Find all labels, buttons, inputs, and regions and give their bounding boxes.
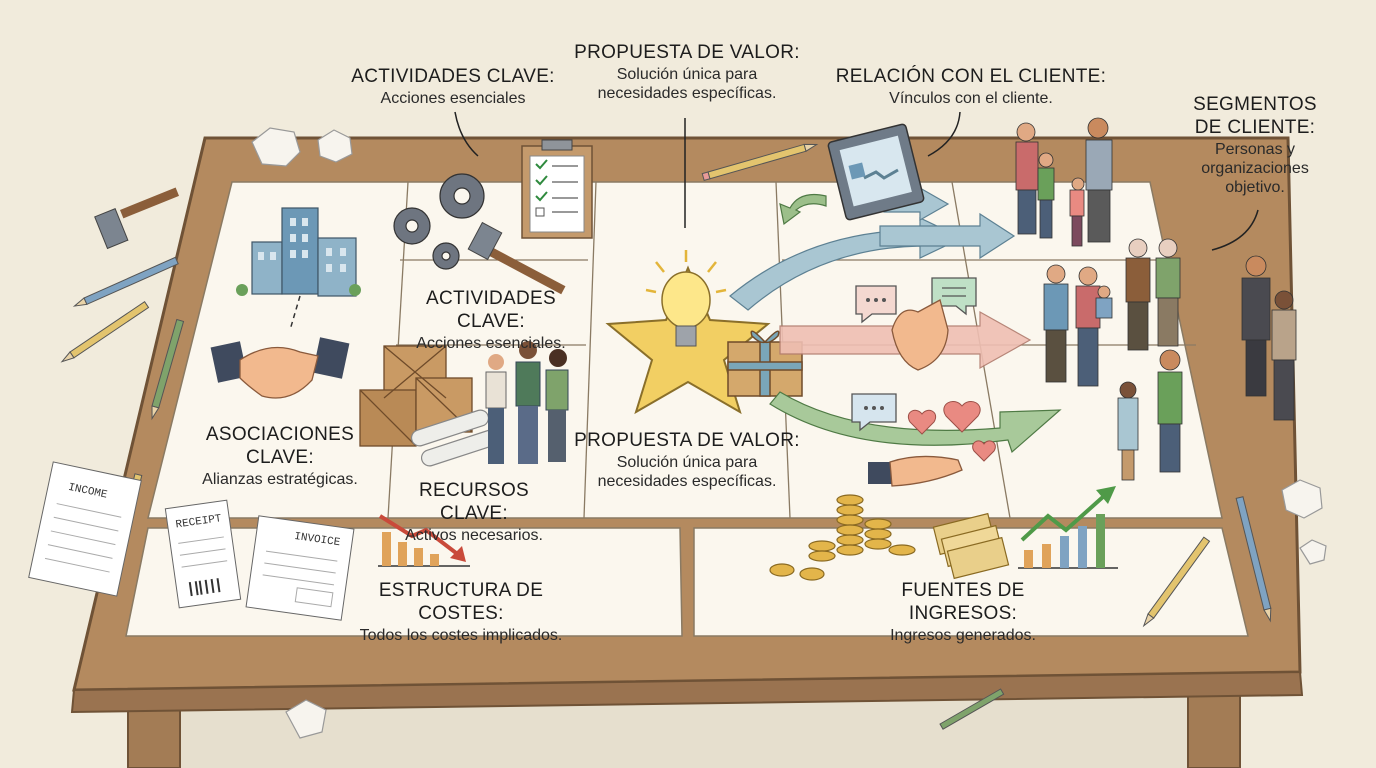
callout-segmentos-desc-1: Personas y	[1214, 140, 1296, 158]
hammer-icon	[94, 187, 180, 250]
chat-icon	[851, 277, 977, 432]
board-ingresos-desc: Ingresos generados.	[890, 626, 1036, 644]
board-recursos-desc: Activos necesarios.	[405, 526, 543, 544]
receipt-icon: RECEIPT	[164, 499, 242, 609]
board-fuentes-ingresos: FUENTES DE INGRESOS: Ingresos generados.	[850, 580, 1076, 645]
board-asociaciones-desc: Alianzas estratégicas.	[202, 470, 358, 488]
callout-segmentos-title-2: DE CLIENTE:	[1194, 116, 1316, 138]
buildings-icon	[236, 207, 361, 297]
crates-icon	[359, 345, 473, 447]
team-icon	[485, 341, 569, 464]
hearts-icon	[908, 401, 996, 462]
callout-propuesta-title: PROPUESTA DE VALOR:	[574, 42, 800, 63]
coins-icon	[769, 494, 916, 581]
income-sheet-icon: INCOME	[28, 461, 142, 597]
board-asociaciones-clave: ASOCIACIONES CLAVE: Alianzas estratégica…	[180, 424, 380, 489]
callout-segmentos-desc-2: organizaciones	[1201, 159, 1309, 177]
monitor-icon	[827, 123, 925, 221]
callout-relacion-cliente: RELACIÓN CON EL CLIENTE: Vínculos con el…	[826, 66, 1116, 108]
board-actividades-title: ACTIVIDADES CLAVE:	[426, 288, 556, 332]
board-propuesta-desc-2: necesidades específicas.	[597, 472, 777, 490]
callout-segmentos-desc-3: objetivo.	[1225, 178, 1285, 196]
activities-hammer-icon	[467, 221, 566, 295]
board-propuesta-title: PROPUESTA DE VALOR:	[574, 430, 800, 451]
board-costes-desc: Todos los costes implicados.	[359, 626, 563, 644]
board-asociaciones-title-2: CLAVE:	[246, 446, 314, 468]
invoice-icon: INVOICE	[245, 515, 355, 621]
board-actividades-desc: Acciones esenciales.	[416, 334, 566, 352]
tickets-icon	[932, 512, 1010, 580]
callout-segmentos-title-1: SEGMENTOS	[1193, 94, 1317, 115]
clipboard-icon	[521, 139, 593, 239]
green-swirl-arrow	[779, 193, 827, 226]
callout-propuesta-valor: PROPUESTA DE VALOR: Solución única para …	[562, 42, 812, 103]
board-ingresos-title: FUENTES DE INGRESOS:	[901, 580, 1025, 624]
clapping-hands-icon	[891, 299, 949, 371]
teal-arrow-top	[879, 212, 1016, 260]
giving-hand-icon	[868, 455, 963, 487]
callout-relacion-desc: Vínculos con el cliente.	[889, 89, 1053, 107]
callout-segmentos-cliente: SEGMENTOS DE CLIENTE: Personas y organiz…	[1180, 94, 1330, 197]
callout-relacion-title: RELACIÓN CON EL CLIENTE:	[835, 66, 1107, 87]
lightbulb-icon	[645, 250, 727, 347]
callout-actividades-title: ACTIVIDADES CLAVE:	[351, 66, 555, 87]
callout-propuesta-desc-1: Solución única para	[616, 65, 758, 83]
board-recursos-title: RECURSOS CLAVE:	[418, 480, 530, 524]
callout-actividades-clave: ACTIVIDADES CLAVE: Acciones esenciales	[318, 66, 588, 108]
crumpled-paper-icon	[251, 127, 1327, 739]
decline-chart-icon	[378, 514, 470, 567]
board-actividades-clave: ACTIVIDADES CLAVE: Acciones esenciales.	[396, 288, 586, 353]
green-arc-arrow	[769, 391, 1062, 454]
callout-propuesta-desc-2: necesidades específicas.	[597, 84, 777, 102]
board-propuesta-valor: PROPUESTA DE VALOR: Solución única para …	[570, 430, 804, 491]
family-icon	[1015, 117, 1297, 481]
board-propuesta-desc-1: Solución única para	[616, 453, 758, 471]
board-costes-title: ESTRUCTURA DE COSTES:	[378, 580, 544, 624]
board-asociaciones-title-1: ASOCIACIONES	[205, 424, 355, 445]
handshake-icon	[210, 337, 350, 399]
growth-chart-icon	[1018, 486, 1118, 569]
board-estructura-costes: ESTRUCTURA DE COSTES: Todos los costes i…	[336, 580, 586, 645]
board-recursos-clave: RECURSOS CLAVE: Activos necesarios.	[384, 480, 564, 545]
callout-actividades-desc: Acciones esenciales	[380, 89, 526, 107]
gears-icon	[393, 173, 485, 270]
